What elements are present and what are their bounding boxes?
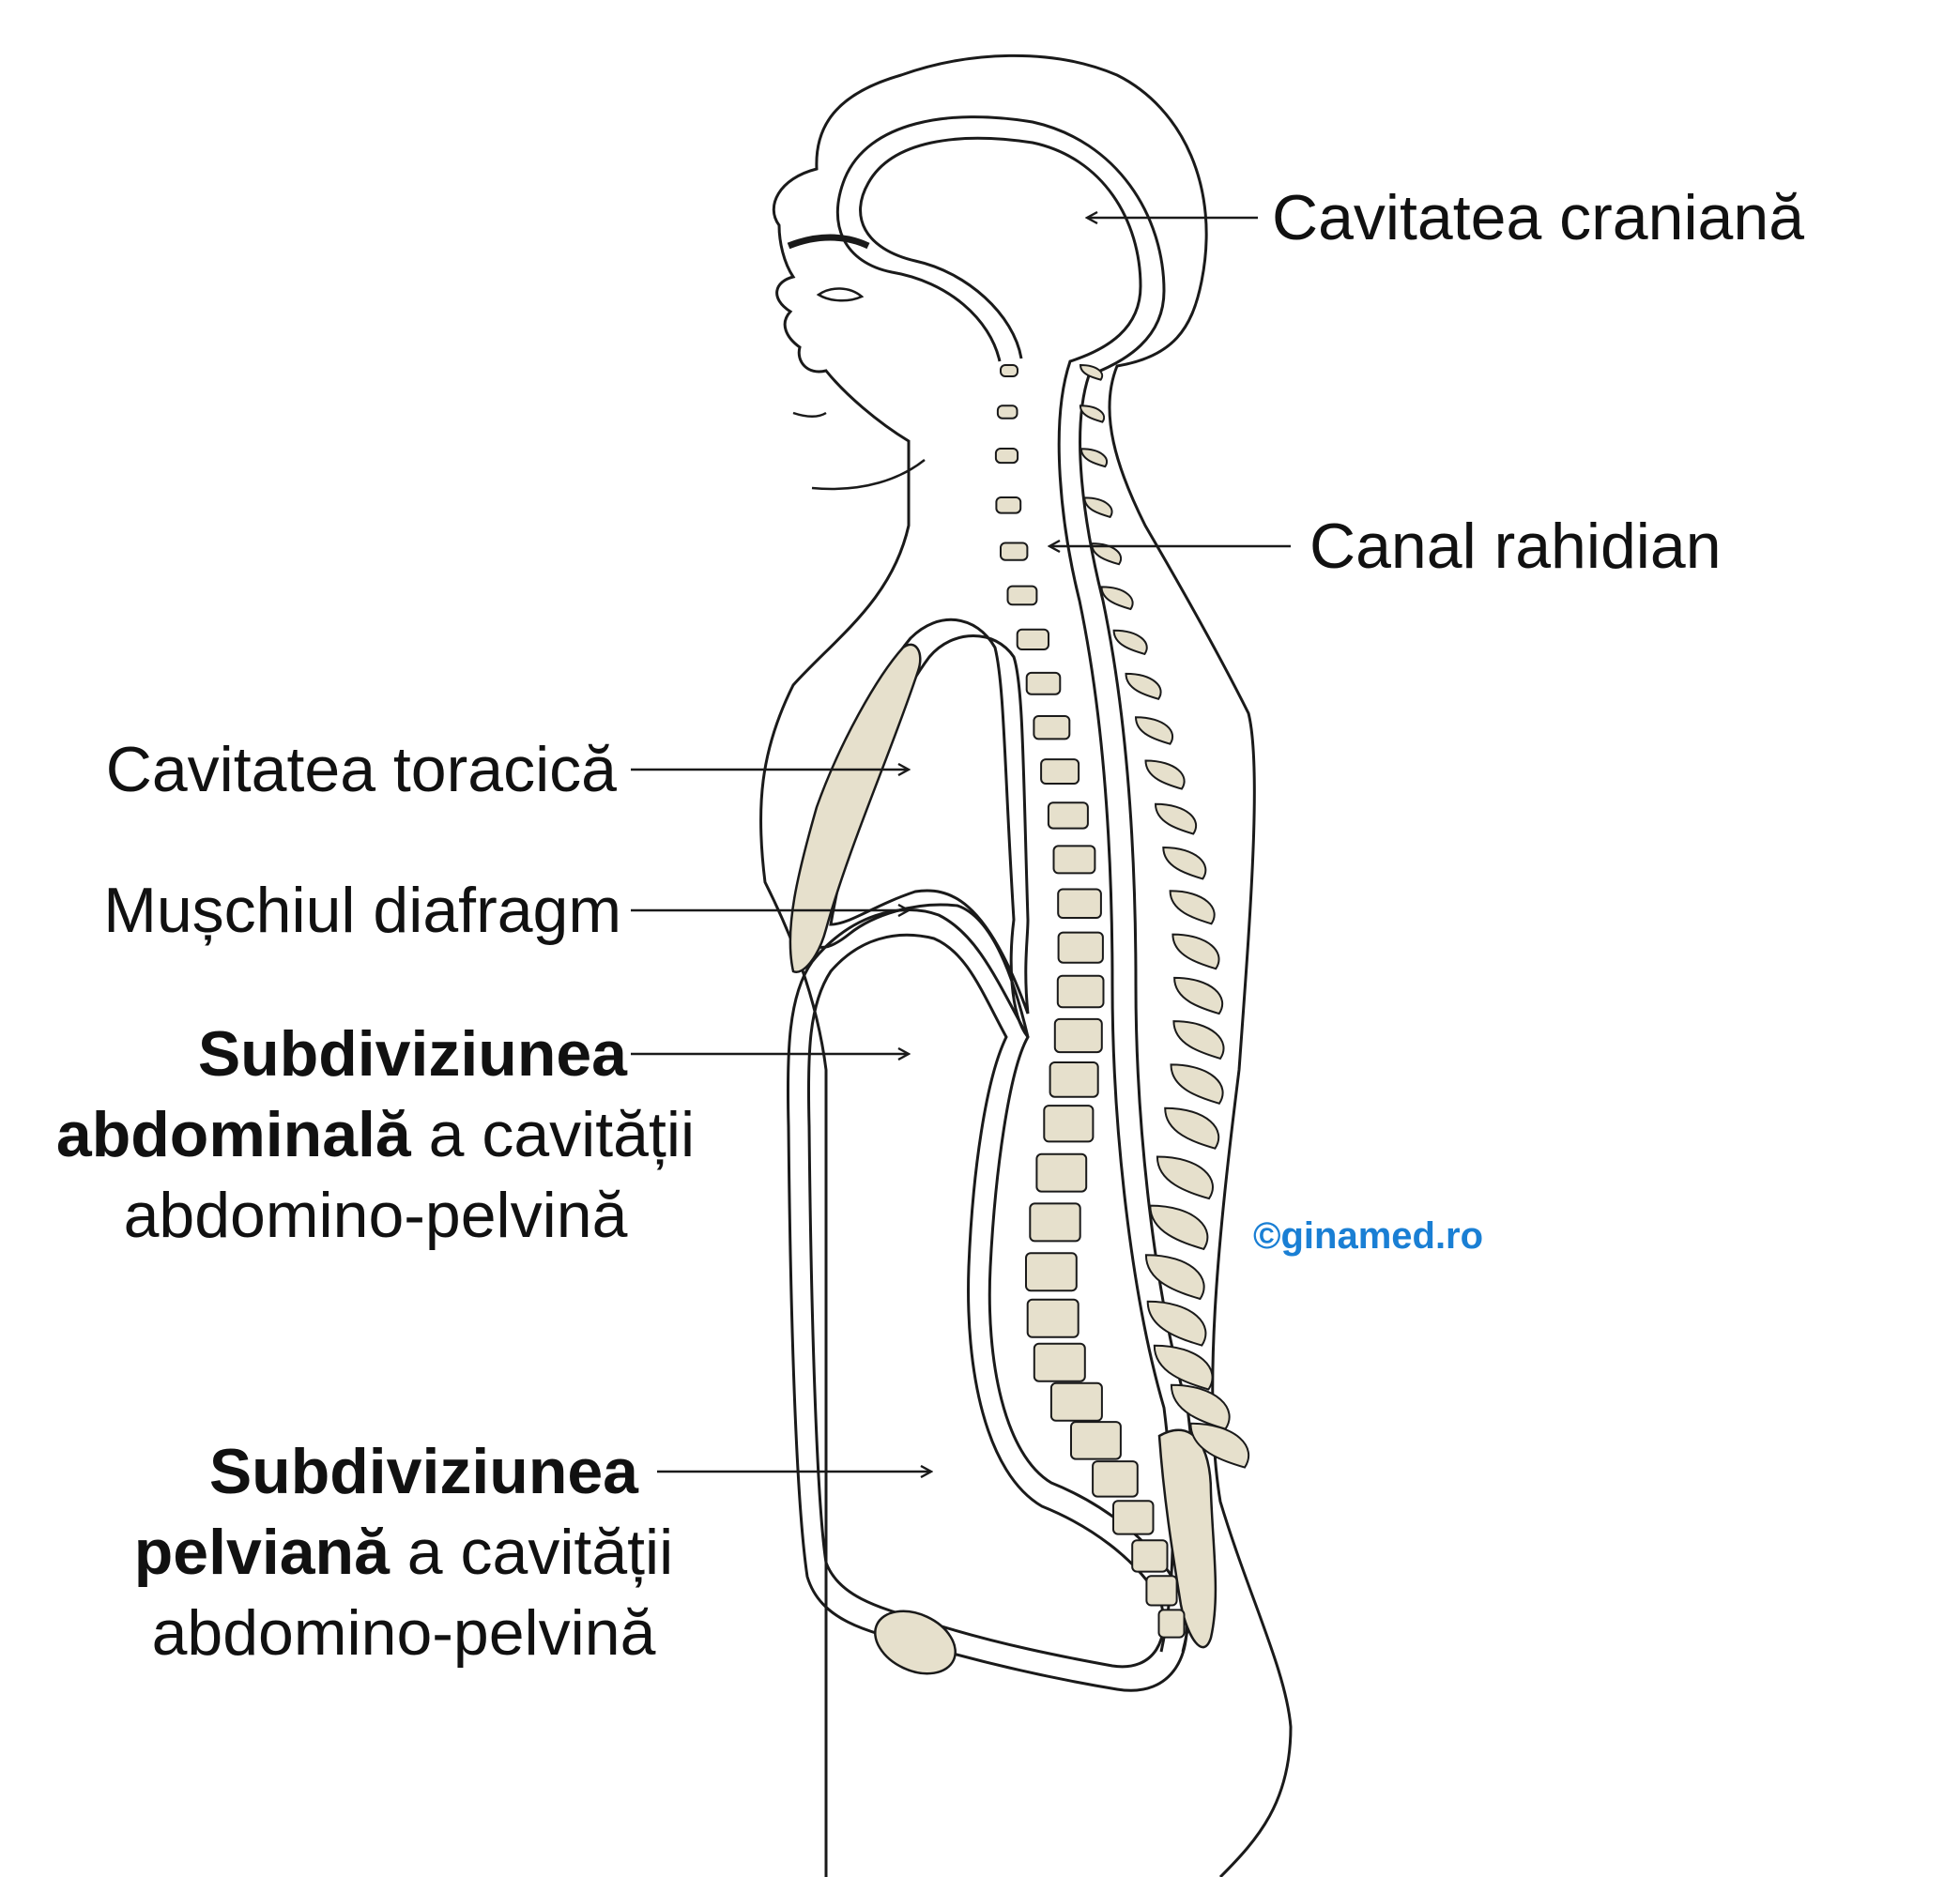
spinous-process: [1146, 1300, 1207, 1347]
vertebra-body: [1035, 1152, 1088, 1193]
spinous-process: [1144, 1254, 1205, 1301]
spinous-process: [1169, 890, 1216, 925]
vertebra-body: [1006, 585, 1038, 606]
vertebra-body: [996, 404, 1018, 420]
vertebra-body: [1131, 1539, 1169, 1573]
eye: [816, 287, 865, 302]
pelvic-line2-rest: a cavității: [389, 1517, 674, 1588]
vertebra-body: [1029, 1202, 1081, 1243]
sacrum-bone: [1157, 1428, 1217, 1649]
pelvic-line2-bold: pelviană: [133, 1517, 390, 1588]
vertebra-body: [1070, 1421, 1122, 1460]
vertebra-body: [995, 496, 1022, 514]
abdominal-line1: Subdiviziunea: [197, 1018, 627, 1090]
abdominal-line3: abdomino-pelvină: [123, 1180, 628, 1251]
spinous-process: [1154, 802, 1198, 835]
vertebra-body: [1047, 801, 1089, 830]
spinous-process: [1149, 1204, 1209, 1251]
vertebra-body: [1033, 1342, 1086, 1382]
vertebra-body: [1057, 888, 1102, 919]
spinous-process: [1112, 629, 1148, 656]
vertebra-body: [1026, 1298, 1080, 1338]
watermark-link[interactable]: ©ginamed.ro: [1253, 1215, 1484, 1257]
vertebra-body: [1000, 542, 1029, 561]
spinous-process: [1134, 716, 1174, 745]
spinous-process: [1125, 672, 1162, 700]
label-abdominal-subdivision: Subdiviziunea abdominală a cavității abd…: [19, 1014, 732, 1256]
vertebra-body: [1000, 364, 1018, 377]
body-outline: [758, 53, 1293, 1877]
spinous-process: [1171, 933, 1220, 970]
pubic-bone: [874, 1610, 957, 1675]
label-diaphragm: Mușchiul diafragm: [103, 875, 621, 946]
vertebra-body: [1033, 715, 1071, 740]
vertebra-body: [1025, 1252, 1078, 1292]
spinous-process: [1162, 846, 1207, 880]
spinous-process: [1189, 1422, 1250, 1469]
pelvic-line3: abdomino-pelvină: [151, 1597, 656, 1669]
cranial-cavity-outer: [835, 115, 1198, 1653]
sternum-bone: [789, 643, 922, 973]
label-cranial-cavity: Cavitatea craniană: [1272, 182, 1805, 253]
mouth: [792, 411, 827, 418]
abdominopelvic-cavity-inner: [806, 933, 1166, 1669]
vertebra-body: [1043, 1105, 1095, 1143]
abdominal-line2-bold: abdominală: [55, 1099, 411, 1170]
vertebral-column: [994, 364, 1186, 1639]
label-thoracic-cavity: Cavitatea toracică: [105, 734, 617, 805]
cranial-cavity-inner: [859, 136, 1174, 1653]
eyebrow: [787, 234, 870, 250]
vertebra-body: [1057, 931, 1104, 964]
vertebra-body: [1025, 671, 1062, 695]
abdominal-line2-rest: a cavității: [410, 1099, 696, 1170]
pelvic-line1: Subdiviziunea: [208, 1436, 638, 1507]
spinous-process: [1100, 586, 1134, 611]
spinous-process: [1079, 404, 1105, 423]
spinous-processes: [1079, 363, 1250, 1469]
vertebra-body: [1053, 1017, 1103, 1054]
spinous-process: [1153, 1344, 1214, 1391]
vertebra-body: [1145, 1575, 1178, 1607]
spinous-process: [1172, 1020, 1225, 1061]
spinous-process: [1144, 759, 1186, 790]
vertebra-body: [994, 448, 1019, 465]
vertebra-body: [1112, 1500, 1155, 1535]
spinous-process: [1173, 976, 1224, 1015]
vertebra-body: [1056, 974, 1105, 1009]
label-pelvic-subdivision: Subdiviziunea pelviană a cavității abdom…: [94, 1431, 713, 1673]
spinous-process: [1156, 1155, 1214, 1200]
spinous-process: [1080, 448, 1108, 468]
vertebra-body: [1157, 1609, 1186, 1639]
vertebra-body: [1016, 628, 1049, 651]
spinous-process: [1164, 1106, 1220, 1150]
vertebra-body: [1049, 1381, 1103, 1422]
vertebra-body: [1040, 758, 1080, 785]
abdominopelvic-cavity-outer: [786, 908, 1188, 1692]
spinous-process: [1079, 363, 1104, 381]
vertebra-body: [1049, 1061, 1099, 1098]
label-spinal-canal: Canal rahidian: [1309, 511, 1722, 582]
chin-jaw: [811, 459, 926, 491]
spinous-process: [1170, 1383, 1231, 1430]
spinous-process: [1170, 1063, 1224, 1105]
thoracic-cavity-inner: [829, 634, 1030, 1015]
vertebra-body: [1052, 845, 1096, 875]
spinous-process: [1083, 496, 1113, 519]
vertebra-body: [1092, 1460, 1139, 1498]
